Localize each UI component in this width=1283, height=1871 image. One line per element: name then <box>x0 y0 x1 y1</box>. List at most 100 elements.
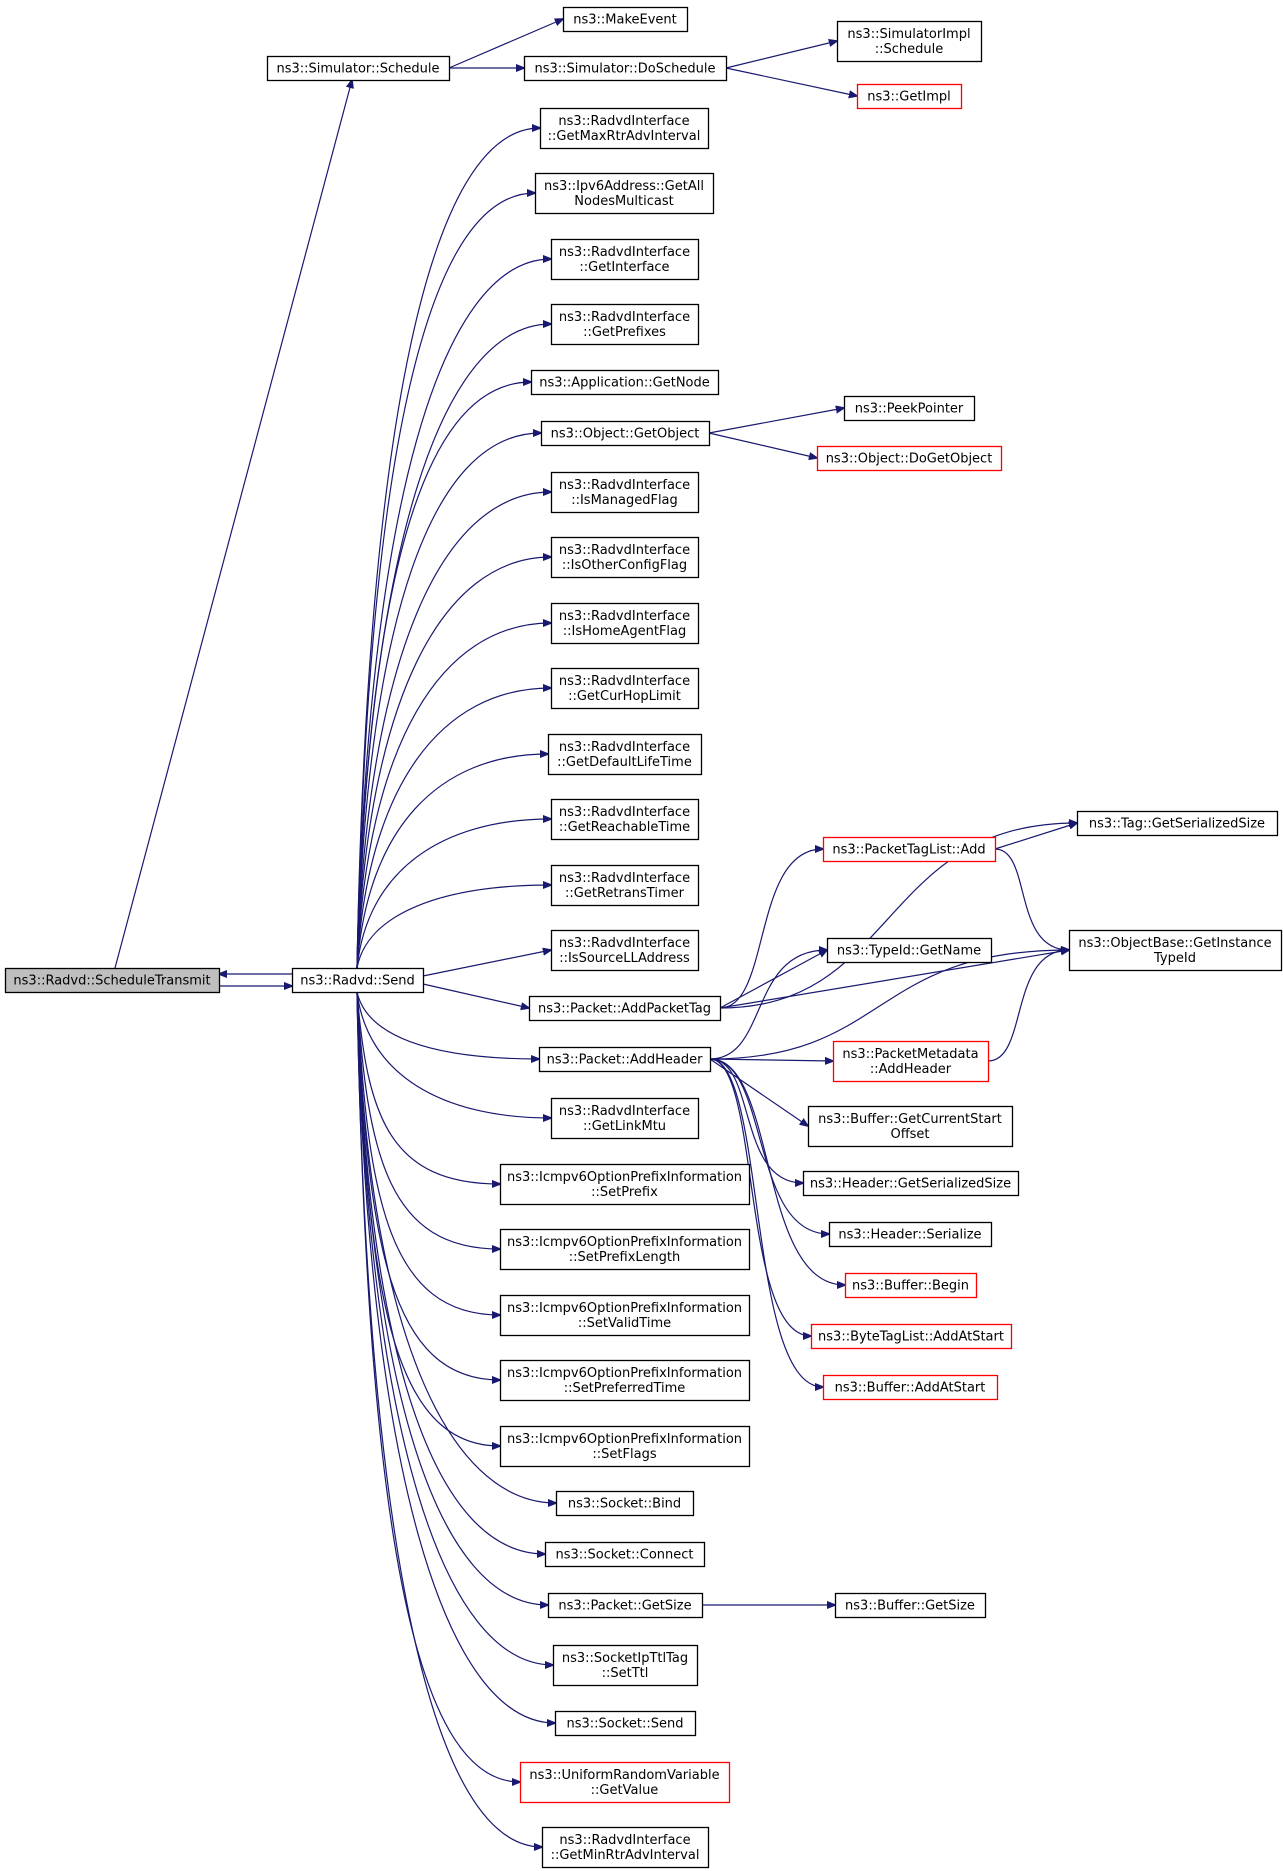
node-box <box>554 1710 697 1737</box>
node-socket-send[interactable]: ns3::Socket::Send <box>554 1710 697 1737</box>
edge-radvd_send-to-set_prefix_length <box>356 991 500 1249</box>
node-get-default-life-time[interactable]: ns3::RadvdInterface::GetDefaultLifeTime <box>547 733 703 776</box>
node-box <box>499 1228 751 1271</box>
node-label: ::GetPrefixes <box>583 325 666 340</box>
node-box <box>816 445 1003 472</box>
node-object-do-get-object[interactable]: ns3::Object::DoGetObject <box>816 445 1003 472</box>
node-get-reachable-time[interactable]: ns3::RadvdInterface::GetReachableTime <box>550 798 700 841</box>
node-simulator-schedule[interactable]: ns3::Simulator::Schedule <box>266 55 451 82</box>
node-socket-ip-ttl-tag[interactable]: ns3::SocketIpTtlTag::SetTtl <box>552 1644 699 1687</box>
node-buffer-get-size[interactable]: ns3::Buffer::GetSize <box>834 1592 987 1619</box>
edge-packet_add_header-to-header_get_serialized_size <box>709 1058 803 1183</box>
node-uniform-get-value[interactable]: ns3::UniformRandomVariable::GetValue <box>519 1761 731 1804</box>
node-label: ns3::Packet::GetSize <box>558 1599 691 1614</box>
node-label: ::IsManagedFlag <box>571 493 678 508</box>
node-typeid-get-name[interactable]: ns3::TypeId::GetName <box>826 937 993 964</box>
edge-radvd_send-to-socket_ip_ttl_tag <box>356 991 553 1665</box>
edge-radvd_send-to-get_max_rtr_adv <box>356 128 540 969</box>
node-box <box>810 1323 1013 1350</box>
node-label: ns3::Tag::GetSerializedSize <box>1089 817 1265 832</box>
edge-radvd_send-to-get_interface <box>356 259 551 969</box>
node-label: ns3::TypeId::GetName <box>837 944 981 959</box>
node-socket-connect[interactable]: ns3::Socket::Connect <box>544 1541 706 1568</box>
node-label: ns3::Socket::Send <box>566 1717 683 1732</box>
node-app-get-node[interactable]: ns3::Application::GetNode <box>530 369 720 396</box>
node-label: ns3::MakeEvent <box>573 13 677 28</box>
node-is-managed-flag[interactable]: ns3::RadvdInterface::IsManagedFlag <box>550 471 700 514</box>
node-set-valid-time[interactable]: ns3::Icmpv6OptionPrefixInformation::SetV… <box>499 1294 751 1337</box>
edge-do_schedule-to-get_impl <box>725 67 857 96</box>
node-tag-get-serialized-size[interactable]: ns3::Tag::GetSerializedSize <box>1076 810 1279 837</box>
node-box <box>550 798 700 841</box>
node-box <box>550 1097 700 1140</box>
node-buffer-begin[interactable]: ns3::Buffer::Begin <box>844 1272 978 1299</box>
node-radvd-send[interactable]: ns3::Radvd::Send <box>291 967 425 994</box>
edge-radvd_send-to-object_get_object <box>356 433 541 969</box>
node-label: ns3::Simulator::DoSchedule <box>534 62 715 77</box>
node-get-prefixes[interactable]: ns3::RadvdInterface::GetPrefixes <box>550 303 700 346</box>
node-do-schedule[interactable]: ns3::Simulator::DoSchedule <box>523 55 728 82</box>
node-box <box>530 369 720 396</box>
node-get-link-mtu[interactable]: ns3::RadvdInterface::GetLinkMtu <box>550 1097 700 1140</box>
node-box <box>550 864 700 907</box>
node-packet-add-header[interactable]: ns3::Packet::AddHeader <box>538 1046 712 1073</box>
edge-radvd_send-to-socket_connect <box>356 991 545 1554</box>
node-label: NodesMulticast <box>574 194 673 209</box>
edge-radvd_send-to-ipv6_get_all_nodes <box>356 193 535 969</box>
node-label: ns3::Radvd::Send <box>300 974 414 989</box>
node-header-serialize[interactable]: ns3::Header::Serialize <box>828 1221 993 1248</box>
node-set-prefix-length[interactable]: ns3::Icmpv6OptionPrefixInformation::SetP… <box>499 1228 751 1271</box>
node-packet-get-size[interactable]: ns3::Packet::GetSize <box>547 1592 704 1619</box>
edge-packet_add_header-to-typeid_get_name <box>709 950 827 1060</box>
node-box <box>499 1425 751 1468</box>
node-byte-tag-list-add-at-start[interactable]: ns3::ByteTagList::AddAtStart <box>810 1323 1013 1350</box>
node-label: ::SetFlags <box>592 1447 656 1462</box>
node-box <box>843 395 976 422</box>
node-box <box>544 1541 706 1568</box>
node-is-other-config-flag[interactable]: ns3::RadvdInterface::IsOtherConfigFlag <box>550 536 700 579</box>
node-buffer-add-at-start[interactable]: ns3::Buffer::AddAtStart <box>822 1374 999 1401</box>
node-get-impl[interactable]: ns3::GetImpl <box>856 83 963 110</box>
node-get-max-rtr-adv[interactable]: ns3::RadvdInterface::GetMaxRtrAdvInterva… <box>539 107 710 150</box>
node-simimpl-schedule[interactable]: ns3::SimulatorImpl::Schedule <box>836 20 983 63</box>
node-packet-metadata-add-header[interactable]: ns3::PacketMetadata::AddHeader <box>832 1040 990 1083</box>
edge-radvd_send-to-is_home_agent_flag <box>356 623 551 969</box>
node-make-event[interactable]: ns3::MakeEvent <box>562 6 689 33</box>
edge-schedule_transmit-to-simulator_schedule <box>114 80 352 969</box>
node-peek-pointer[interactable]: ns3::PeekPointer <box>843 395 976 422</box>
node-label: ::SetTtl <box>602 1666 649 1681</box>
node-box <box>834 1592 987 1619</box>
node-label: ::SetPreferredTime <box>564 1381 686 1396</box>
edge-packet_add_packet_tag-to-typeid_get_name <box>719 950 827 1009</box>
node-is-home-agent-flag[interactable]: ns3::RadvdInterface::IsHomeAgentFlag <box>550 602 700 645</box>
node-set-prefix[interactable]: ns3::Icmpv6OptionPrefixInformation::SetP… <box>499 1163 751 1206</box>
node-get-min-rtr-adv[interactable]: ns3::RadvdInterface::GetMinRtrAdvInterva… <box>541 1826 710 1869</box>
edge-radvd_send-to-packet_add_packet_tag <box>422 983 529 1008</box>
node-label: ns3::RadvdInterface <box>559 740 690 755</box>
node-get-cur-hop-limit[interactable]: ns3::RadvdInterface::GetCurHopLimit <box>550 667 700 710</box>
node-box <box>547 733 703 776</box>
nodes-layer: ns3::Radvd::ScheduleTransmit ns3::Radvd::… <box>4 6 1283 1869</box>
node-set-preferred-time[interactable]: ns3::Icmpv6OptionPrefixInformation::SetP… <box>499 1359 751 1402</box>
node-header-get-serialized-size[interactable]: ns3::Header::GetSerializedSize <box>802 1170 1020 1197</box>
node-schedule-transmit[interactable]: ns3::Radvd::ScheduleTransmit <box>4 967 221 994</box>
node-label: ::IsSourceLLAddress <box>559 951 690 966</box>
edge-radvd_send-to-packet_add_header <box>356 991 539 1059</box>
node-set-flags[interactable]: ns3::Icmpv6OptionPrefixInformation::SetF… <box>499 1425 751 1468</box>
node-socket-bind[interactable]: ns3::Socket::Bind <box>555 1490 695 1517</box>
node-label: ::GetRetransTimer <box>565 886 685 901</box>
node-label: ns3::RadvdInterface <box>559 1104 690 1119</box>
node-box <box>519 1761 731 1804</box>
node-label: ns3::Header::GetSerializedSize <box>810 1177 1011 1192</box>
node-get-interface[interactable]: ns3::RadvdInterface::GetInterface <box>550 238 700 281</box>
node-label: ns3::SocketIpTtlTag <box>562 1651 688 1666</box>
node-object-get-object[interactable]: ns3::Object::GetObject <box>540 420 711 447</box>
node-packet-add-packet-tag[interactable]: ns3::Packet::AddPacketTag <box>528 995 722 1022</box>
node-label: ns3::RadvdInterface <box>559 805 690 820</box>
node-is-source-ll-address[interactable]: ns3::RadvdInterface::IsSourceLLAddress <box>550 929 700 972</box>
node-packet-tag-list-add[interactable]: ns3::PacketTagList::Add <box>822 836 997 863</box>
node-get-retrans-timer[interactable]: ns3::RadvdInterface::GetRetransTimer <box>550 864 700 907</box>
